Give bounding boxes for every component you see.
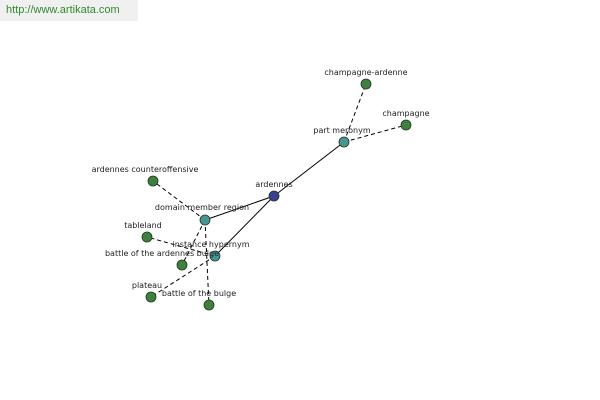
edge-ardennes-to-instance-hypernym	[214, 195, 275, 257]
node-dot-champagne-ardenne[interactable]	[360, 78, 372, 90]
node-dot-battle-of-the-ardennes-bulge[interactable]	[176, 259, 188, 271]
graph-node-battle-of-the-ardennes-bulge[interactable]: battle of the ardennes bulge	[105, 249, 219, 271]
graph-node-champagne[interactable]: champagne	[382, 109, 430, 131]
node-label-battle-of-the-bulge: battle of the bulge	[162, 289, 236, 298]
edge-instance-hypernym-to-tableland	[146, 236, 216, 257]
node-label-domain-member-region: domain member region	[155, 203, 249, 212]
edge-domain-member-region-to-battle-of-the-ardennes-bulge	[181, 219, 206, 266]
node-dot-tableland[interactable]	[141, 231, 153, 243]
graph-node-ardennes-counteroffensive[interactable]: ardennes counteroffensive	[92, 165, 199, 187]
graph-node-plateau[interactable]: plateau	[132, 281, 162, 303]
node-label-part-meronym: part meronym	[313, 126, 370, 135]
graph-node-champagne-ardenne[interactable]: champagne-ardenne	[324, 68, 408, 90]
graph-node-battle-of-the-bulge[interactable]: battle of the bulge	[162, 289, 236, 311]
edge-part-meronym-to-champagne-ardenne	[343, 83, 367, 143]
node-dot-instance-hypernym[interactable]	[209, 250, 221, 262]
node-dot-battle-of-the-bulge[interactable]	[203, 299, 215, 311]
edge-part-meronym-to-champagne	[343, 124, 407, 143]
node-dot-domain-member-region[interactable]	[199, 214, 211, 226]
node-label-champagne: champagne	[382, 109, 429, 118]
edge-instance-hypernym-to-plateau	[150, 255, 216, 298]
node-dot-part-meronym[interactable]	[338, 136, 350, 148]
node-dot-champagne[interactable]	[400, 119, 412, 131]
edges-layer	[146, 83, 407, 306]
edge-domain-member-region-to-ardennes-counteroffensive	[152, 180, 206, 221]
graph-node-tableland[interactable]: tableland	[124, 221, 162, 243]
edge-ardennes-to-domain-member-region	[204, 195, 275, 221]
node-dot-ardennes-counteroffensive[interactable]	[147, 175, 159, 187]
node-label-ardennes-counteroffensive: ardennes counteroffensive	[92, 165, 199, 174]
graph-node-part-meronym[interactable]: part meronym	[313, 126, 371, 148]
node-label-plateau: plateau	[132, 281, 162, 290]
graph-node-instance-hypernym[interactable]: instance hypernym	[173, 240, 250, 262]
node-label-champagne-ardenne: champagne-ardenne	[324, 68, 407, 77]
graph-node-ardennes[interactable]: ardennes	[255, 180, 293, 202]
node-label-tableland: tableland	[124, 221, 162, 230]
source-url-link[interactable]: http://www.artikata.com	[0, 0, 138, 21]
node-label-ardennes: ardennes	[255, 180, 292, 189]
edge-ardennes-to-part-meronym	[273, 141, 345, 197]
graph-node-domain-member-region[interactable]: domain member region	[155, 203, 249, 226]
edge-domain-member-region-to-battle-of-the-bulge	[204, 219, 210, 306]
nodes-layer: ardennes part meronym domain member region…	[92, 68, 430, 311]
node-dot-plateau[interactable]	[145, 291, 157, 303]
node-label-battle-of-the-ardennes-bulge: battle of the ardennes bulge	[105, 249, 219, 258]
node-dot-ardennes[interactable]	[268, 190, 280, 202]
node-label-instance-hypernym: instance hypernym	[173, 240, 250, 249]
